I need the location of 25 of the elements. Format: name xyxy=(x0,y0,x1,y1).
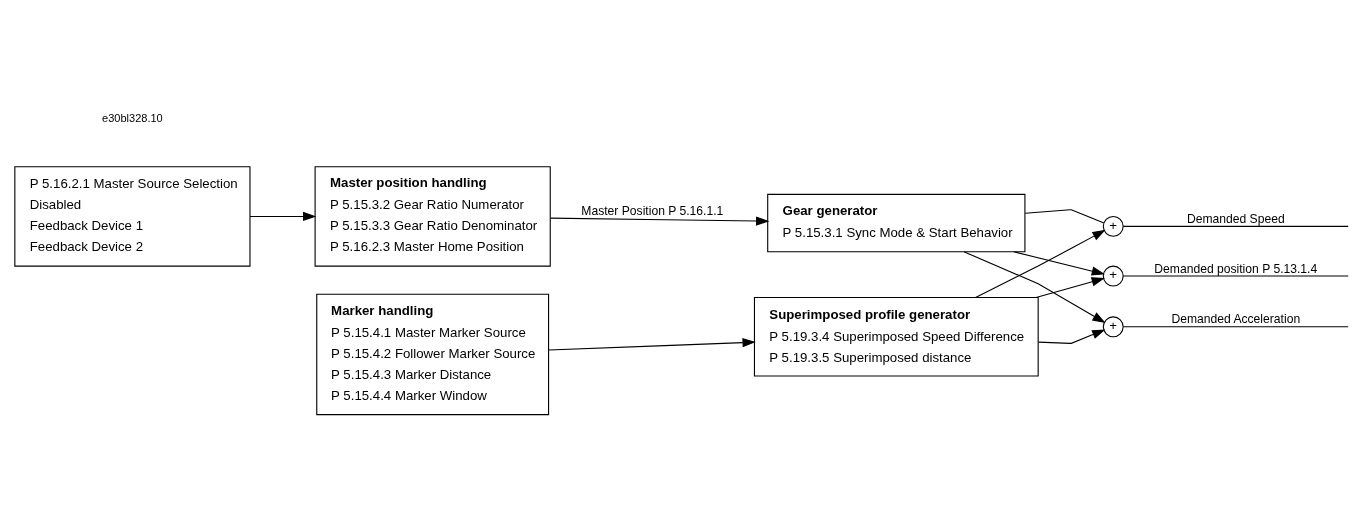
node-box: Superimposed profile generator P 5.19.3.4 Superimposed Speed Difference P 5.19.3.5 Superimposed distance xyxy=(753,296,1039,376)
edge-label: Demanded Speed xyxy=(1186,211,1285,226)
connector xyxy=(1122,225,1349,227)
node-circle: + xyxy=(1102,265,1124,287)
edge-label: Demanded Acceleration xyxy=(1170,311,1300,326)
arrow xyxy=(963,250,1106,323)
connector xyxy=(1024,208,1104,224)
arrow xyxy=(1012,250,1105,276)
node-box: Gear generator P 5.15.3.1 Sync Mode & Start Behavior xyxy=(766,193,1025,252)
arrow xyxy=(1037,329,1105,344)
arrow xyxy=(974,229,1106,298)
node-box: P 5.16.2.1 Master Source Selection Disabled Feedback Device 1 Feedback Device 2 xyxy=(13,165,250,267)
node-box: Marker handling P 5.15.4.1 Master Marker Source P 5.15.4.2 Follower Marker Source P 5.15.4.3 Marker Distance P 5.15.4.4 Marker Window xyxy=(315,293,549,415)
arrow xyxy=(547,337,756,351)
arrow xyxy=(1035,276,1105,298)
connector xyxy=(1122,325,1349,327)
arrow xyxy=(249,211,316,221)
connector xyxy=(1122,275,1349,277)
edge-label: Master Position P 5.16.1.1 xyxy=(580,203,723,218)
node-circle: + xyxy=(1102,315,1124,337)
node-box: Master position handling P 5.15.3.2 Gear Ratio Numerator P 5.15.3.3 Gear Ratio Denominator P 5.16.2.3 Master Home Position xyxy=(314,165,551,267)
arrow xyxy=(549,215,769,226)
edge-label: Demanded position P 5.13.1.4 xyxy=(1153,261,1317,276)
node-circle: + xyxy=(1102,215,1124,237)
label: e30bl328.10 xyxy=(101,111,163,124)
